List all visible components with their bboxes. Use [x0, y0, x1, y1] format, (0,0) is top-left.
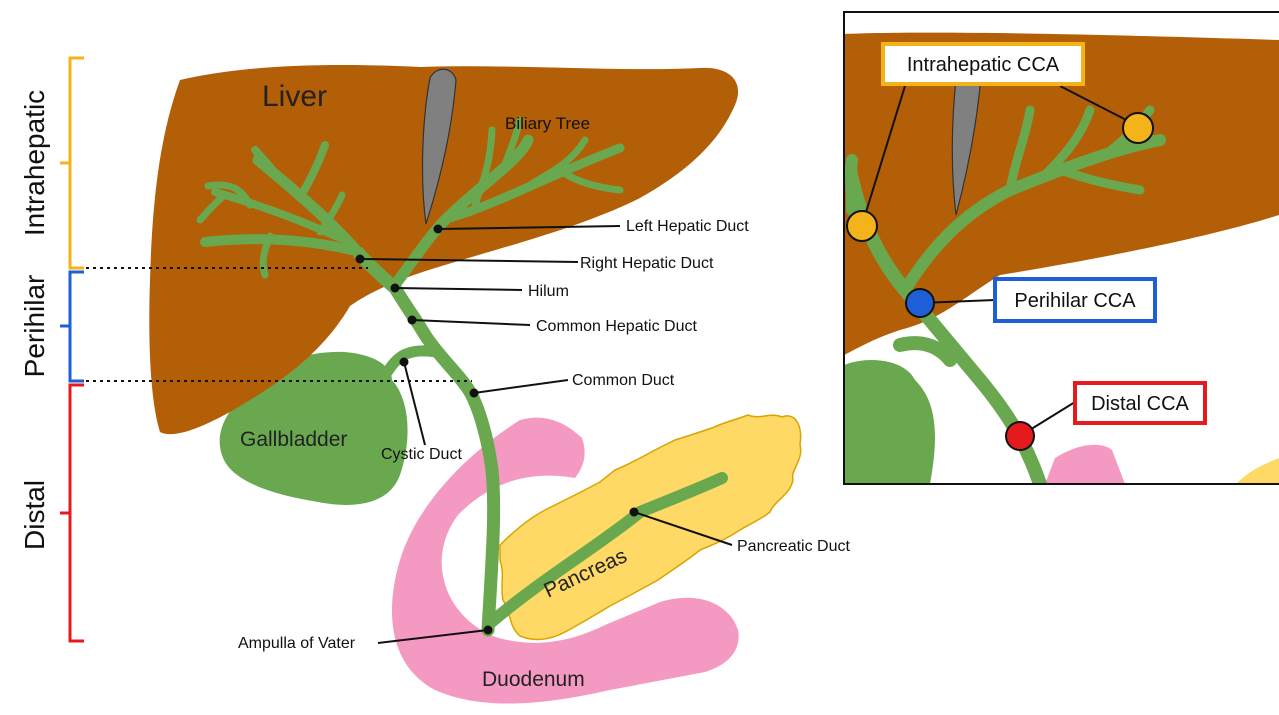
- intrahepatic-marker-left: [847, 211, 877, 241]
- main-illustration: [72, 65, 801, 704]
- region-label-intrahepatic: Intrahepatic: [19, 90, 50, 236]
- left-hepatic-duct-label: Left Hepatic Duct: [626, 218, 749, 235]
- biliary-tree-label: Biliary Tree: [505, 114, 590, 133]
- hilum-label: Hilum: [528, 283, 569, 300]
- perihilar-marker: [906, 289, 934, 317]
- intrahepatic-bracket: [60, 58, 84, 268]
- gallbladder-label: Gallbladder: [240, 428, 347, 451]
- common-hepatic-duct-label: Common Hepatic Duct: [536, 318, 698, 335]
- distal-cca-label: Distal CCA: [1091, 393, 1189, 415]
- inset-panel: Intrahepatic CCA Perihilar CCA Distal CC…: [844, 12, 1279, 484]
- distal-cca-callout: Distal CCA: [1075, 383, 1205, 423]
- right-hepatic-duct-label: Right Hepatic Duct: [580, 255, 714, 272]
- liver-label: Liver: [262, 80, 327, 113]
- region-label-perihilar: Perihilar: [19, 275, 50, 378]
- cystic-duct-label: Cystic Duct: [381, 446, 462, 463]
- intrahepatic-cca-callout: Intrahepatic CCA: [883, 44, 1083, 84]
- perihilar-bracket: [60, 272, 84, 381]
- perihilar-cca-callout: Perihilar CCA: [995, 279, 1155, 321]
- distal-bracket: [60, 385, 84, 641]
- ampulla-of-vater-label: Ampulla of Vater: [238, 635, 356, 652]
- intrahepatic-cca-label: Intrahepatic CCA: [907, 54, 1060, 76]
- duodenum-label: Duodenum: [482, 668, 585, 691]
- intrahepatic-marker-right: [1123, 113, 1153, 143]
- region-brackets: [60, 58, 84, 641]
- distal-marker: [1006, 422, 1034, 450]
- region-label-distal: Distal: [19, 480, 50, 550]
- pancreatic-duct-label: Pancreatic Duct: [737, 538, 850, 555]
- common-duct-label: Common Duct: [572, 372, 675, 389]
- perihilar-cca-label: Perihilar CCA: [1014, 290, 1136, 312]
